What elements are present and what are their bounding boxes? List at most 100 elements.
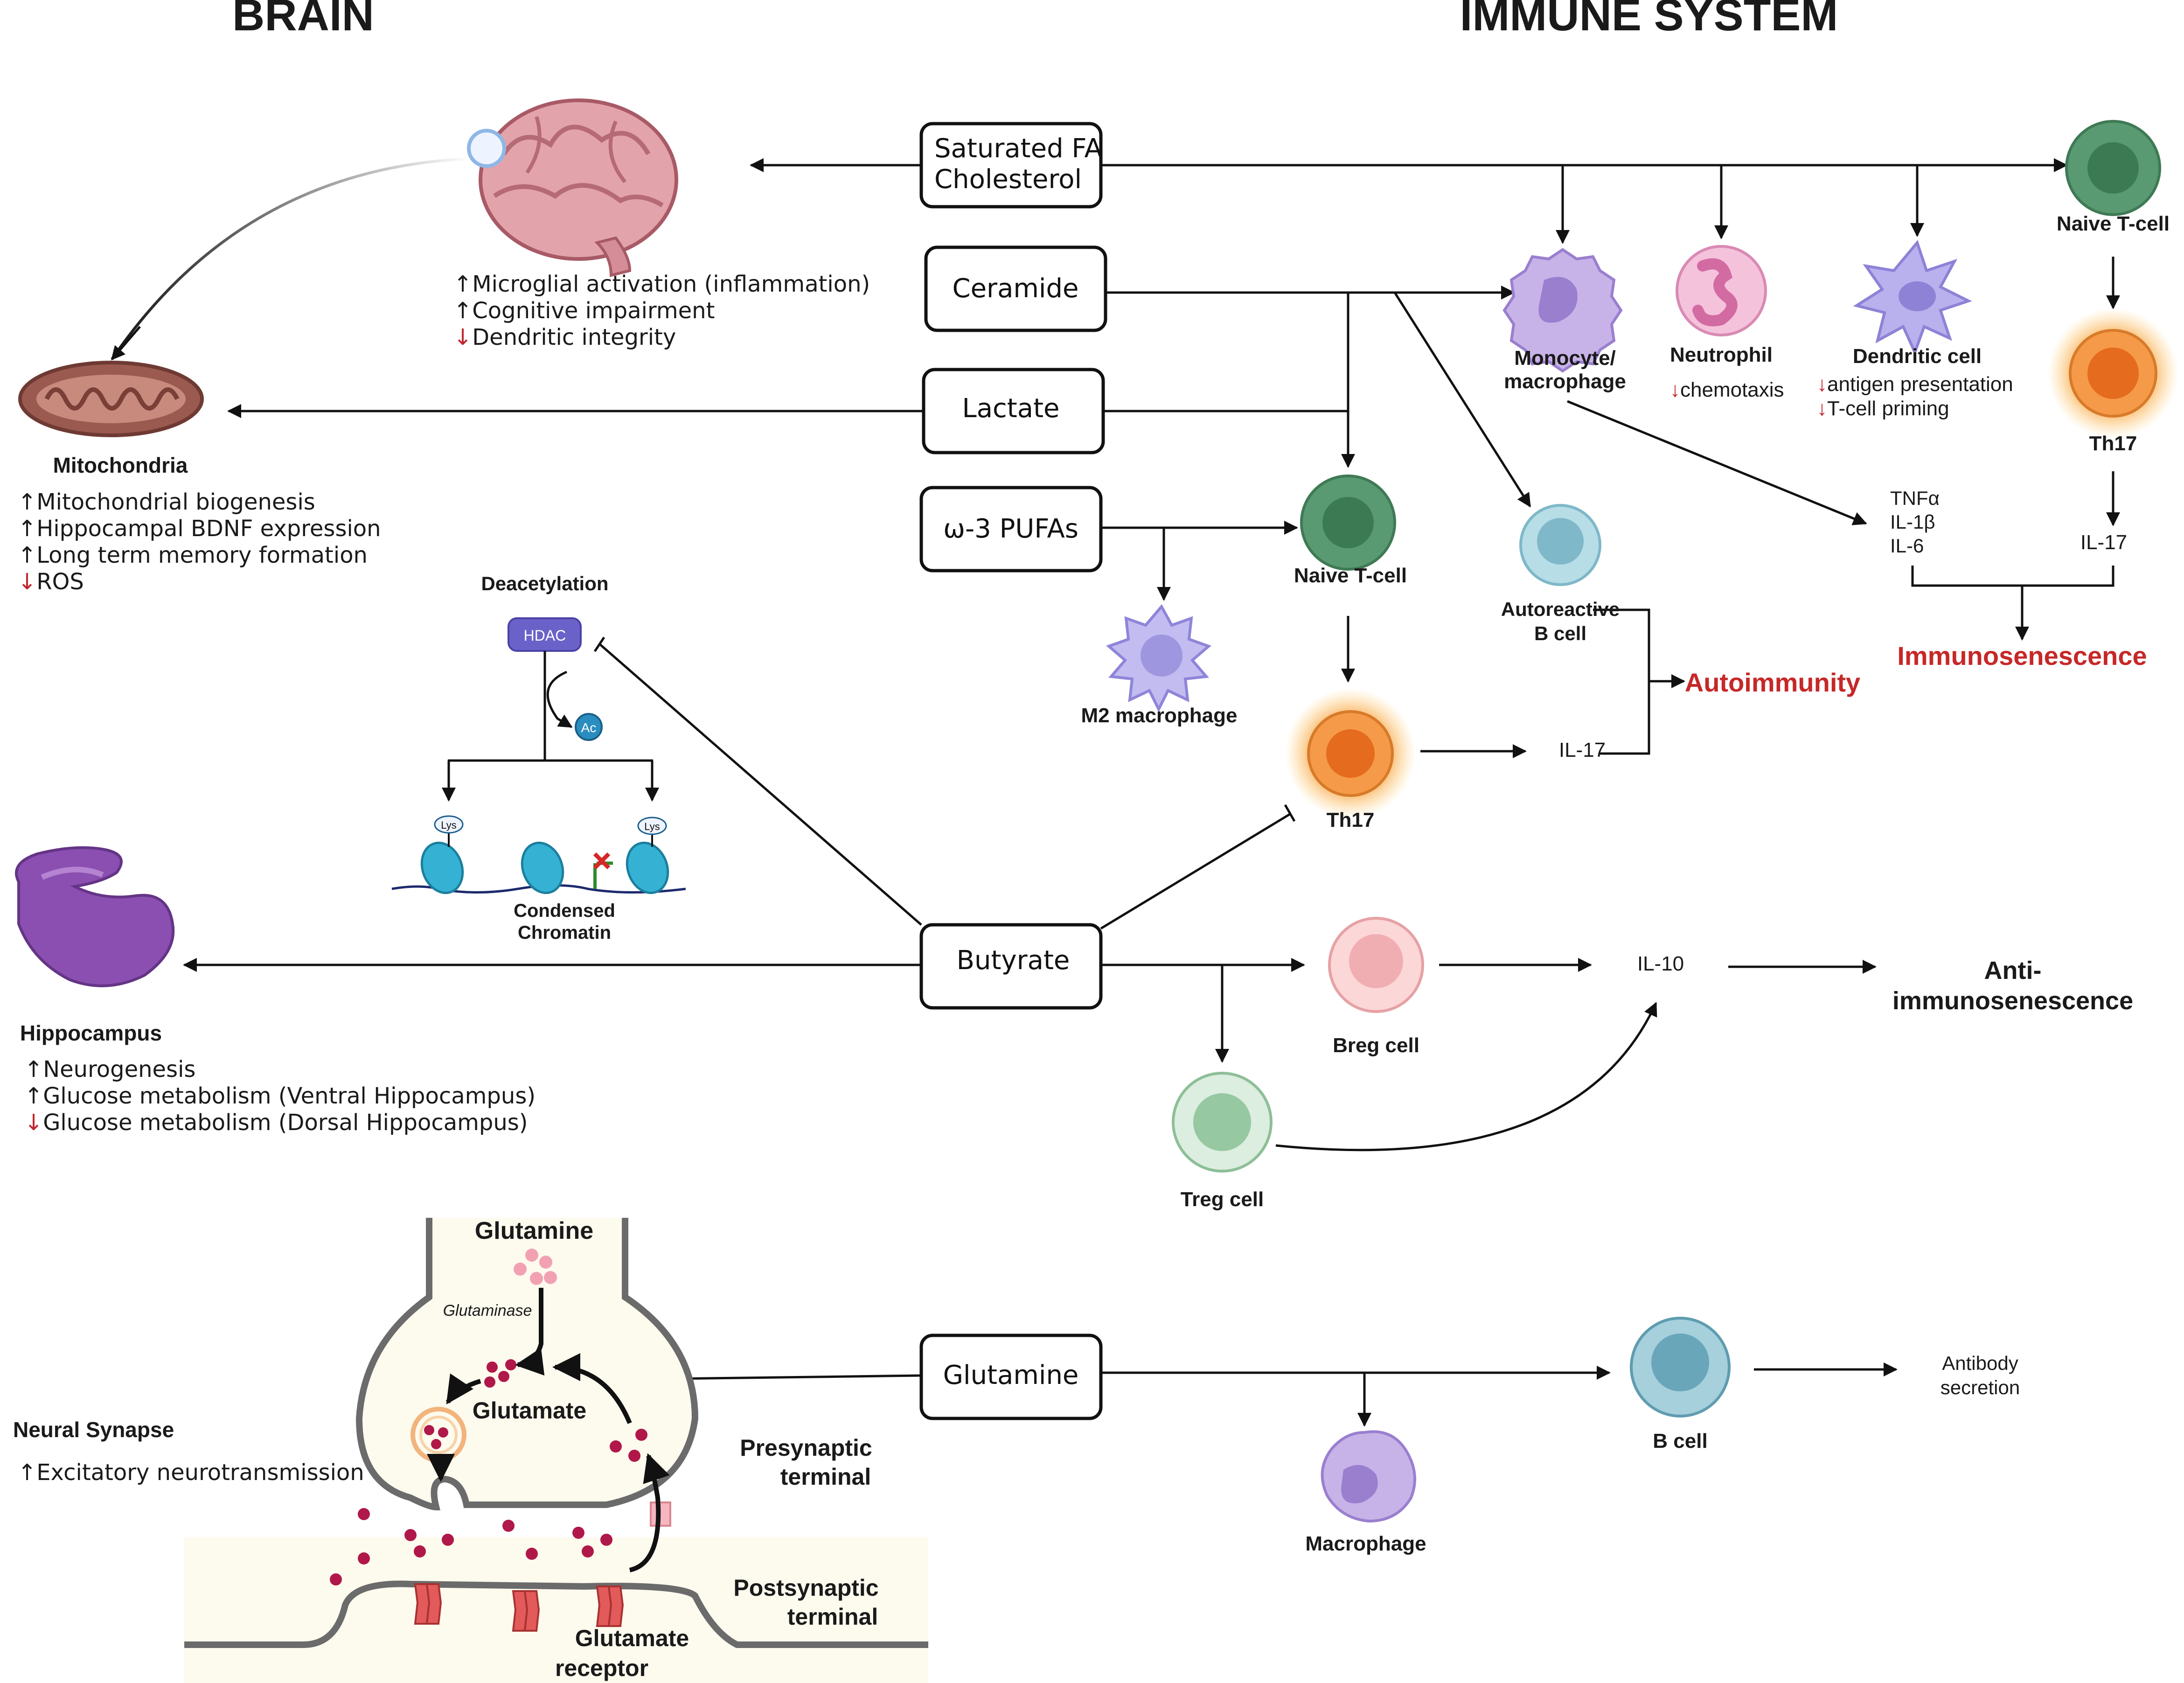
synapse-glutamine-label: Glutamine	[475, 1217, 593, 1244]
dendritic-effect-priming: T-cell priming	[1827, 397, 1949, 420]
mitochondria-title: Mitochondria	[53, 453, 188, 477]
down-arrow-icon: ↓	[1670, 378, 1680, 401]
svg-text:↓Dendritic integrity: ↓Dendritic integrity	[453, 324, 676, 350]
lys-label-right: Lys	[644, 821, 660, 832]
b-cell-label: B cell	[1653, 1430, 1707, 1453]
chromatin-label-line1: Condensed	[514, 901, 615, 921]
saturated-fa-label: Saturated FA	[934, 133, 1102, 164]
hippo-effect-dorsal: Glucose metabolism (Dorsal Hippocampus)	[43, 1110, 528, 1136]
hippocampus-illustration	[15, 846, 175, 987]
neutrophil-label: Neutrophil	[1670, 343, 1773, 366]
il6-label: IL-6	[1890, 535, 1924, 557]
breg-cell	[1328, 917, 1424, 1013]
glutaminase-label: Glutaminase	[443, 1302, 532, 1320]
antibody-label-line1: Antibody	[1942, 1352, 2018, 1374]
anti-immunosenescence-line2: immunosenescence	[1892, 987, 2133, 1015]
monocyte-label-line1: Monocyte/	[1514, 347, 1616, 370]
presynaptic-label-line2: terminal	[780, 1464, 871, 1490]
glutamine-label: Glutamine	[943, 1360, 1079, 1390]
dendritic-effect-antigen: antigen presentation	[1827, 373, 2013, 396]
presynaptic-label-line1: Presynaptic	[740, 1435, 872, 1461]
immunosenescence-label: Immunosenescence	[1897, 641, 2147, 670]
macrophage-cell	[1321, 1430, 1416, 1523]
deacetylation-title: Deacetylation	[481, 573, 608, 594]
svg-text:↓Glucose metabolism (Dorsal Hi: ↓Glucose metabolism (Dorsal Hippocampus)	[24, 1110, 528, 1136]
anti-immunosenescence-line1: Anti-	[1984, 957, 2042, 985]
antibody-label-line2: secretion	[1941, 1376, 2020, 1398]
synapse-illustration	[184, 1218, 928, 1683]
mitochondria-illustration	[18, 361, 204, 437]
th17-right-label: Th17	[2089, 432, 2137, 455]
hdac-label: HDAC	[524, 627, 566, 644]
autoreactive-b-cell	[1519, 504, 1601, 586]
naive-t-cell-mid-label: Naive T-cell	[1294, 564, 1407, 587]
svg-text:↓T-cell priming: ↓T-cell priming	[1817, 397, 1949, 420]
mito-effect-ros: ROS	[36, 569, 84, 595]
ceramide-label: Ceramide	[952, 273, 1078, 304]
lactate-label: Lactate	[962, 393, 1060, 424]
lys-label-left: Lys	[441, 819, 456, 831]
naive-t-cell-top	[2065, 120, 2161, 216]
mito-effect-biogenesis: ↑Mitochondrial biogenesis	[18, 489, 315, 515]
tnf-label: TNFα	[1890, 487, 1940, 509]
il1b-label: IL-1β	[1890, 511, 1935, 533]
hippo-effect-neurogenesis: ↑Neurogenesis	[24, 1056, 195, 1082]
butyrate-box	[919, 923, 1103, 1010]
synapse-title: Neural Synapse	[13, 1418, 174, 1442]
macrophage-label: Macrophage	[1305, 1532, 1426, 1555]
breg-label: Breg cell	[1333, 1034, 1419, 1057]
receptor-label-line1: Glutamate	[575, 1625, 689, 1651]
brain-effect-cognitive: ↑Cognitive impairment	[453, 298, 715, 324]
th17-mid-label: Th17	[1327, 809, 1375, 831]
autoimmunity-label: Autoimmunity	[1685, 668, 1860, 697]
m2-macrophage-label: M2 macrophage	[1081, 704, 1238, 727]
neutrophil-effect: chemotaxis	[1680, 378, 1784, 401]
brain-effect-dendritic: Dendritic integrity	[472, 324, 676, 350]
postsynaptic-label-line2: terminal	[787, 1604, 878, 1630]
chromatin-label-line2: Chromatin	[518, 922, 611, 943]
dendritic-label: Dendritic cell	[1853, 345, 1982, 368]
th17-cell-right	[2048, 308, 2178, 439]
il17-right-label: IL-17	[2080, 531, 2127, 554]
b-cell	[1630, 1317, 1731, 1418]
synapse-glutamate-label: Glutamate	[473, 1397, 587, 1424]
down-arrow-icon: ↓	[453, 324, 472, 350]
synapse-effect: ↑Excitatory neurotransmission	[18, 1460, 364, 1486]
svg-text:↓chemotaxis: ↓chemotaxis	[1670, 378, 1784, 401]
autoreactive-label-line2: B cell	[1534, 622, 1586, 644]
cholesterol-label: Cholesterol	[934, 164, 1082, 195]
pufa-label: ω-3 PUFAs	[943, 514, 1078, 544]
down-arrow-icon: ↓	[24, 1110, 43, 1136]
glutamine-box	[919, 1334, 1103, 1420]
il17-mid-label: IL-17	[1559, 739, 1606, 761]
butyrate-label: Butyrate	[957, 945, 1070, 976]
acetyl-group-icon: Ac	[575, 713, 603, 741]
neutrophil-cell	[1676, 245, 1767, 336]
brain-illustration	[467, 98, 678, 277]
pufa-box	[919, 486, 1103, 573]
mito-effect-memory: ↑Long term memory formation	[18, 542, 368, 568]
treg-cell	[1172, 1072, 1273, 1173]
down-arrow-icon: ↓	[1817, 373, 1827, 396]
down-arrow-icon: ↓	[1817, 397, 1827, 420]
mito-effect-bdnf: ↑Hippocampal BDNF expression	[18, 516, 381, 542]
hippocampus-effects: ↑Neurogenesis ↑Glucose metabolism (Ventr…	[24, 1056, 536, 1136]
naive-t-cell-mid	[1300, 475, 1396, 571]
postsynaptic-label-line1: Postsynaptic	[733, 1575, 878, 1601]
brain-effect-microglial: ↑Microglial activation (inflammation)	[453, 271, 870, 297]
hippo-effect-ventral: ↑Glucose metabolism (Ventral Hippocampus…	[24, 1083, 536, 1109]
brain-effects: ↑Microglial activation (inflammation) ↑C…	[453, 271, 870, 350]
hdac-enzyme: HDAC	[508, 617, 582, 652]
connectors	[183, 158, 2120, 1427]
brain-heading: BRAIN	[232, 0, 374, 40]
svg-text:↓antigen presentation: ↓antigen presentation	[1817, 373, 2013, 396]
chromatin-illustration: Lys Lys	[391, 815, 686, 894]
down-arrow-icon: ↓	[18, 569, 36, 595]
m2-macrophage-cell	[1106, 604, 1211, 712]
naive-t-cell-top-label: Naive T-cell	[2057, 212, 2170, 235]
ac-label: Ac	[581, 720, 597, 735]
autoreactive-label-line1: Autoreactive	[1501, 598, 1620, 620]
treg-label: Treg cell	[1181, 1188, 1264, 1211]
mitochondria-effects: ↑Mitochondrial biogenesis ↑Hippocampal B…	[18, 489, 381, 595]
il10-label: IL-10	[1637, 952, 1684, 975]
